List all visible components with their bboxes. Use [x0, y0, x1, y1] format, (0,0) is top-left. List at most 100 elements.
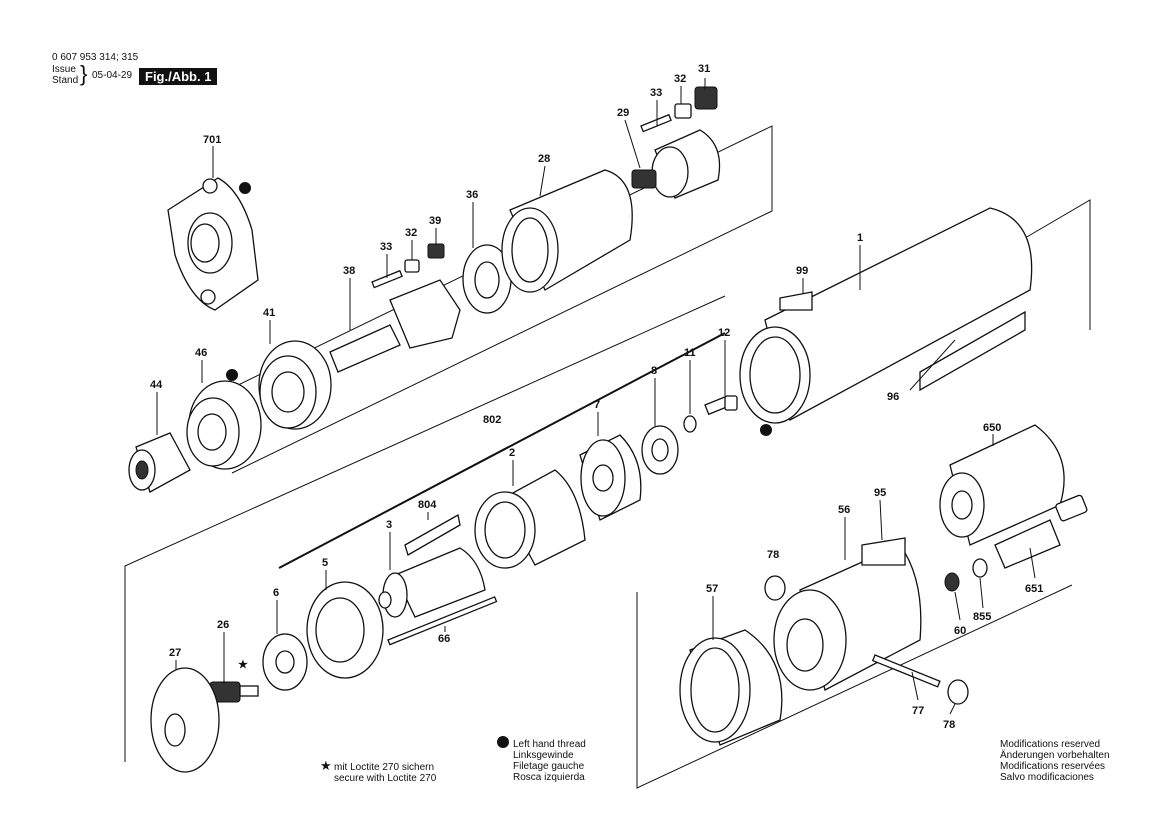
callout-38: 38 [343, 265, 355, 277]
callout-28: 28 [538, 153, 550, 165]
part-31-pinion [694, 86, 718, 110]
left-thread-icon [497, 736, 509, 748]
left-thread-es: Rosca izquierda [513, 772, 585, 783]
stand-label: Stand [52, 75, 79, 86]
callout-804: 804 [418, 499, 437, 511]
callout-11: 11 [684, 347, 696, 359]
part-46-threaded-ring [186, 380, 262, 470]
callout-labels: 701 31 32 33 29 28 36 39 32 33 38 1 99 4… [150, 63, 1043, 731]
callout-12: 12 [718, 327, 730, 339]
modifications-en: Modifications reserved [1000, 739, 1101, 750]
part-38-spindle [329, 279, 461, 373]
callout-27: 27 [169, 647, 181, 659]
part-33-upper-pin [640, 113, 672, 133]
callout-32: 32 [674, 73, 686, 85]
housing-frame [1024, 199, 1091, 330]
part-855-o-ring [972, 558, 988, 578]
issue-label: Issue [52, 64, 76, 75]
left-thread-de: Linksgewinde [513, 750, 574, 761]
figure-label: Fig./Abb. 1 [139, 68, 218, 85]
part-701-flange [167, 177, 259, 311]
part-29-gear-carrier [631, 129, 721, 199]
part-36-bearing [462, 244, 512, 314]
part-650-silencer [939, 424, 1065, 546]
left-thread-en: Left hand thread [513, 739, 586, 750]
callout-855: 855 [973, 611, 991, 623]
callout-650: 650 [983, 422, 1001, 434]
callout-78-lower: 78 [943, 719, 955, 731]
callout-32-lower: 32 [405, 227, 417, 239]
star-icon: ★ [238, 659, 248, 671]
callout-95: 95 [874, 487, 886, 499]
callout-33: 33 [650, 87, 662, 99]
lower-group-frame [636, 584, 1073, 789]
callout-78-upper: 78 [767, 549, 779, 561]
part-78-plug-lower [947, 679, 969, 705]
part-41-bearing [258, 340, 332, 430]
left-thread-fr: Filetage gauche [513, 761, 585, 772]
part-2-cylinder [474, 469, 586, 569]
callout-5: 5 [322, 557, 328, 569]
part-804-vane [404, 513, 461, 556]
part-56-end-cap [773, 537, 922, 691]
part-60-filter [944, 572, 960, 592]
issue-date: 05-04-29 [92, 70, 133, 81]
callout-60: 60 [954, 625, 966, 637]
part-11-washer [683, 415, 697, 433]
callout-99: 99 [796, 265, 808, 277]
callout-29: 29 [617, 107, 629, 119]
part-27-disc [150, 667, 220, 773]
callout-36: 36 [466, 189, 478, 201]
part-78-plug-upper [764, 575, 786, 601]
callout-31: 31 [698, 63, 710, 75]
callout-77: 77 [912, 705, 924, 717]
callout-6: 6 [273, 587, 279, 599]
modifications-fr: Modifications reservées [1000, 761, 1106, 772]
callout-651: 651 [1025, 583, 1043, 595]
callout-41: 41 [263, 307, 275, 319]
callout-2: 2 [509, 447, 515, 459]
part-8-bearing [641, 425, 679, 475]
callout-1: 1 [857, 232, 863, 244]
part-57-sleeve [679, 629, 783, 746]
part-6-bearing [262, 633, 308, 691]
callout-8: 8 [651, 365, 657, 377]
modifications-de: Änderungen vorbehalten [1000, 750, 1110, 761]
left-thread-icon [226, 182, 772, 436]
brace: } [80, 61, 88, 86]
callout-56: 56 [838, 504, 850, 516]
part-32-gear [404, 259, 420, 273]
part-39-pinion [427, 243, 445, 259]
callout-3: 3 [386, 519, 392, 531]
callout-66: 66 [438, 633, 450, 645]
leader-lines [156, 78, 1036, 715]
part-32-upper-gear [674, 103, 692, 119]
part-33-pin [371, 269, 403, 289]
part-numbers: 0 607 953 314; 315 [52, 52, 139, 63]
callout-39: 39 [429, 215, 441, 227]
part-66-pin [387, 596, 498, 646]
callout-96: 96 [887, 391, 899, 403]
part-651-hose-fitting [994, 494, 1088, 569]
callout-7: 7 [594, 399, 600, 411]
star-icon: ★ [320, 758, 332, 773]
assembly-802-bracket [278, 332, 726, 569]
callout-57: 57 [706, 583, 718, 595]
modifications-es: Salvo modificaciones [1000, 772, 1094, 783]
part-44-nut [128, 432, 191, 493]
part-5-bearing-plate [306, 581, 384, 679]
middle-group-frame [124, 295, 726, 762]
loctite-note-de: mit Loctite 270 sichern [334, 762, 435, 773]
callout-802: 802 [483, 414, 501, 426]
part-26-pinion [209, 681, 259, 703]
callout-26: 26 [217, 619, 229, 631]
part-12-screw [704, 395, 738, 416]
part-77-pin [871, 654, 941, 688]
callout-44: 44 [150, 379, 163, 391]
loctite-note-en: secure with Loctite 270 [334, 773, 437, 784]
part-7-end-plate [579, 434, 642, 521]
callout-701: 701 [203, 134, 221, 146]
part-1-housing [739, 207, 1033, 424]
